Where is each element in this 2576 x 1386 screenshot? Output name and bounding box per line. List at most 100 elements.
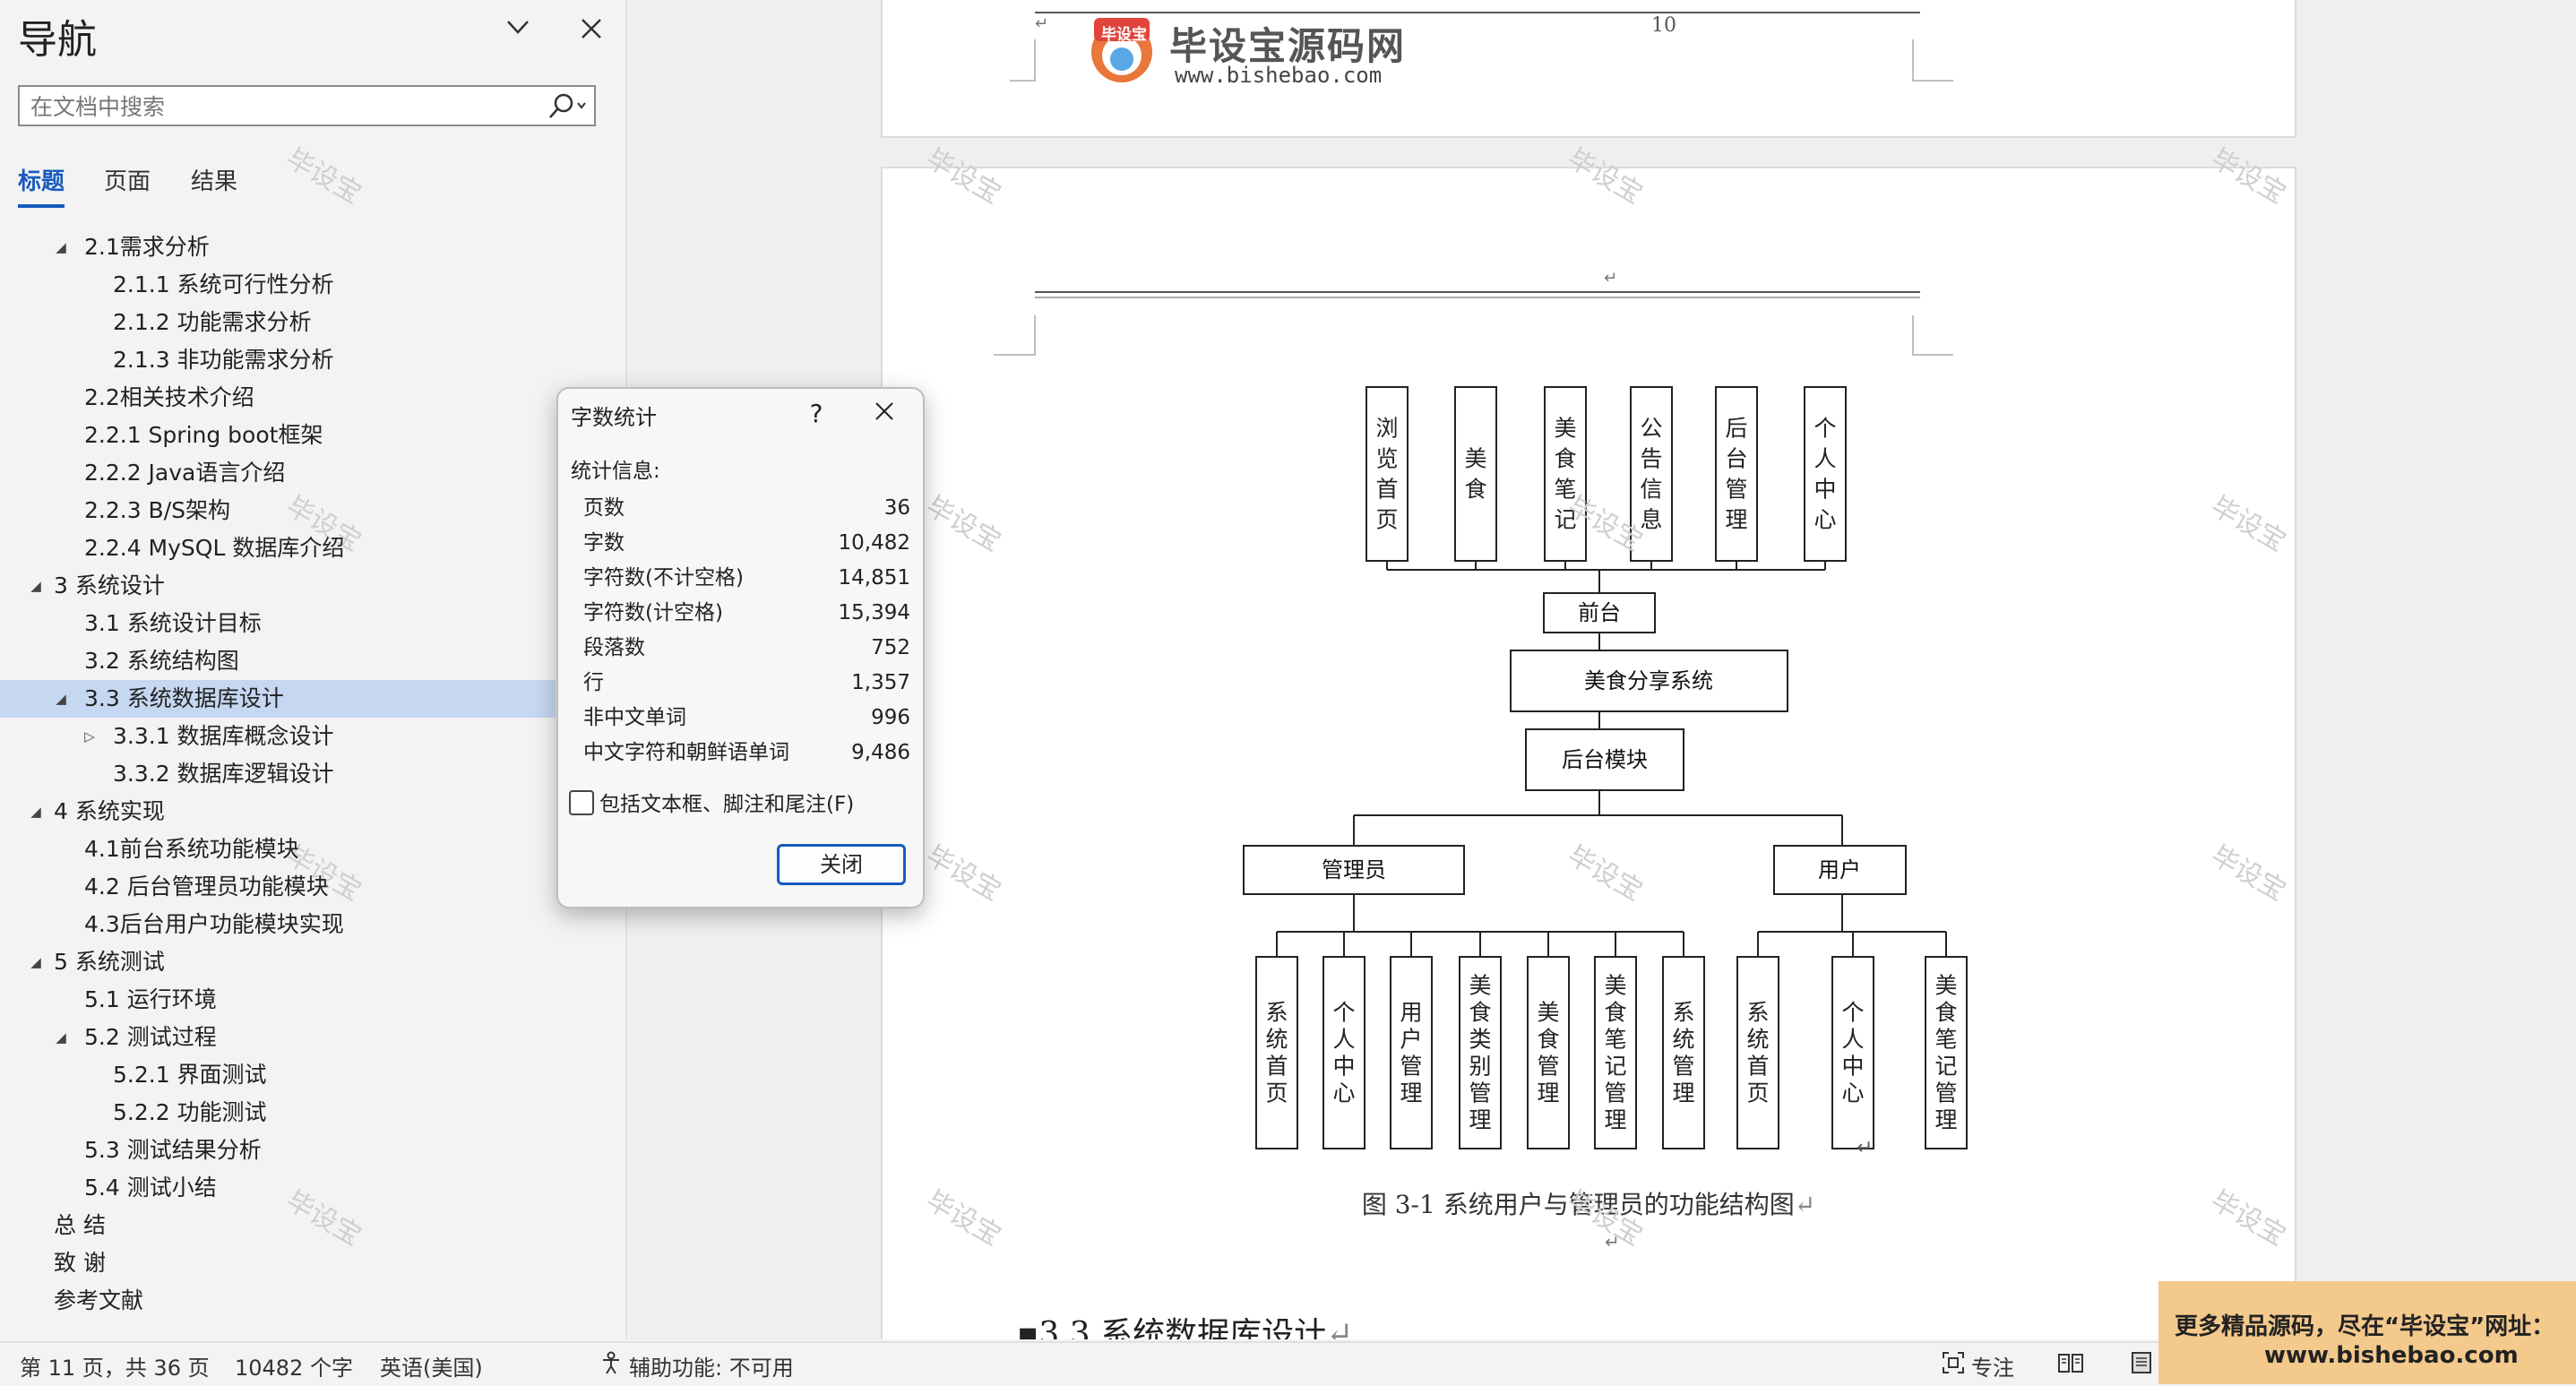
document-area[interactable]: 10 ↵ 毕设宝 毕设宝源码网 www.bishebao.com 浏览首页美食美… [627, 0, 2576, 1339]
admin-module-label: 首 [1265, 1054, 1288, 1080]
logo-title: 毕设宝源码网 [1169, 24, 1407, 68]
page-indicator[interactable]: 第 11 页，共 36 页 [20, 1356, 210, 1381]
admin-module-box [1255, 956, 1298, 1149]
admin-module-box [1662, 956, 1705, 1149]
promo-text: 更多精品源码，尽在“毕设宝”网址： [2175, 1313, 2555, 1340]
nav-heading-item[interactable]: ◢2.1需求分析 [0, 228, 556, 266]
admin-box [1243, 845, 1465, 895]
nav-heading-label: 4 系统实现 [54, 798, 165, 824]
expand-icon[interactable]: ▷ [84, 728, 95, 745]
collapse-icon[interactable]: ◢ [30, 954, 41, 970]
nav-heading-item[interactable]: ◢ 4 系统实现 [0, 793, 556, 831]
focus-icon[interactable] [1941, 1350, 1966, 1375]
include-textboxes-label[interactable]: 包括文本框、脚注和尾注(F) [599, 793, 855, 816]
stat-value: 9,486 [851, 741, 910, 764]
logo-badge: 毕设宝 [1101, 26, 1147, 44]
stat-label: 页数 [583, 496, 625, 520]
search-input[interactable] [29, 90, 552, 123]
admin-module-label: 理 [1672, 1080, 1694, 1106]
nav-heading-item[interactable]: 4.3后台用户功能模块实现 [0, 906, 556, 943]
nav-heading-item[interactable]: 2.2.2 Java语言介绍 [0, 454, 556, 492]
nav-heading-item[interactable]: ◢5.2 测试过程 [0, 1019, 556, 1056]
nav-heading-item[interactable]: 4.2 后台管理员功能模块 [0, 868, 556, 906]
dialog-close-icon[interactable] [863, 394, 906, 434]
nav-heading-item[interactable]: 4.1前台系统功能模块 [0, 831, 556, 868]
word-count-indicator[interactable]: 10482 个字 [235, 1356, 353, 1381]
nav-heading-item[interactable]: 3.3.2 数据库逻辑设计 [0, 755, 556, 793]
front-module-label: 个 [1814, 416, 1836, 442]
promo-banner[interactable]: 更多精品源码，尽在“毕设宝”网址： www.bishebao.com [2158, 1281, 2576, 1384]
nav-heading-item[interactable]: 5.3 测试结果分析 [0, 1132, 556, 1169]
user-module-label: 笔 [1934, 1027, 1957, 1053]
help-button[interactable]: ? [809, 399, 823, 428]
front-module-label: 览 [1375, 446, 1398, 472]
nav-heading-item[interactable]: 5.2.1 界面测试 [0, 1056, 556, 1094]
language-indicator[interactable]: 英语(美国) [380, 1356, 483, 1381]
admin-module-label: 户 [1400, 1027, 1422, 1053]
chevron-down-icon[interactable] [495, 9, 541, 52]
paragraph-mark: ↵ [1604, 269, 1618, 288]
collapse-icon[interactable]: ◢ [56, 239, 66, 255]
nav-heading-item[interactable]: 5.2.2 功能测试 [0, 1094, 556, 1132]
focus-mode-button[interactable]: 专注 [1971, 1356, 2014, 1381]
collapse-icon[interactable]: ◢ [56, 1029, 66, 1046]
tab-headings[interactable]: 标题 [18, 163, 65, 208]
nav-heading-item[interactable]: 参考文献 [0, 1282, 556, 1320]
nav-heading-item[interactable]: 3.1 系统设计目标 [0, 605, 556, 642]
nav-heading-label: 3.1 系统设计目标 [84, 610, 262, 636]
close-button[interactable]: 关闭 [777, 844, 906, 885]
nav-heading-label: 2.1.2 功能需求分析 [113, 309, 312, 335]
dialog-title: 字数统计 [571, 405, 657, 430]
tab-pages[interactable]: 页面 [104, 168, 151, 195]
admin-module-label: 管 [1537, 1054, 1559, 1080]
user-module-label: 个 [1841, 1000, 1864, 1026]
nav-heading-item[interactable]: 2.2.4 MySQL 数据库介绍 [0, 529, 556, 567]
search-box[interactable] [18, 85, 596, 126]
accessibility-status[interactable]: 辅助功能: 不可用 [629, 1356, 794, 1381]
tab-results[interactable]: 结果 [191, 168, 238, 195]
nav-heading-item[interactable]: 2.2相关技术介绍 [0, 379, 556, 417]
admin-module-label: 理 [1604, 1107, 1626, 1133]
admin-module-label: 食 [1537, 1027, 1559, 1053]
figure-caption: 图 3-1 系统用户与管理员的功能结构图↵ [1361, 1190, 1816, 1219]
nav-heading-item[interactable]: 5.1 运行环境 [0, 981, 556, 1019]
nav-heading-item[interactable]: 2.1.1 系统可行性分析 [0, 266, 556, 304]
nav-heading-item[interactable]: 2.1.2 功能需求分析 [0, 304, 556, 341]
admin-module-label: 美 [1604, 973, 1626, 999]
user-module-label: 首 [1746, 1054, 1769, 1080]
collapse-icon[interactable]: ◢ [30, 804, 41, 820]
nav-heading-item[interactable]: 2.2.1 Spring boot框架 [0, 417, 556, 454]
stat-label: 字符数(计空格) [583, 601, 723, 624]
accessibility-icon[interactable] [599, 1350, 624, 1375]
admin-module-label: 管 [1469, 1080, 1491, 1106]
nav-heading-label: 2.2.1 Spring boot框架 [84, 422, 323, 448]
stat-row: 字符数(计空格)15,394 [583, 596, 910, 630]
nav-heading-item[interactable]: 致 谢 [0, 1244, 556, 1282]
nav-heading-item[interactable]: ◢3 系统设计 [0, 567, 556, 605]
admin-module-label: 人 [1332, 1027, 1355, 1053]
stat-value: 1,357 [851, 671, 910, 694]
nav-heading-item[interactable]: 2.2.3 B/S架构 [0, 492, 556, 529]
collapse-icon[interactable]: ◢ [30, 578, 41, 594]
nav-heading-item[interactable]: 5.4 测试小结 [0, 1169, 556, 1207]
print-layout-icon[interactable] [2129, 1350, 2154, 1375]
page-current: 浏览首页美食美食笔记公告信息后台管理个人中心前台美食分享系统后台模块管理员用户系… [881, 167, 2296, 1339]
include-textboxes-checkbox[interactable] [569, 790, 594, 815]
nav-heading-label: 5.2.1 界面测试 [113, 1062, 267, 1088]
user-module-label: 美 [1934, 973, 1957, 999]
page-number: 10 [1651, 14, 1676, 37]
collapse-icon[interactable]: ◢ [56, 691, 66, 707]
read-mode-icon[interactable] [2057, 1350, 2084, 1375]
user-box [1773, 845, 1907, 895]
front-module-label: 告 [1640, 446, 1662, 472]
close-icon[interactable] [568, 9, 615, 52]
nav-heading-item[interactable]: ◢5 系统测试 [0, 943, 556, 981]
nav-heading-item[interactable]: ▷3.3.1 数据库概念设计 [0, 718, 556, 755]
promo-url[interactable]: www.bishebao.com [2264, 1342, 2519, 1369]
nav-heading-item[interactable]: 3.2 系统结构图 [0, 642, 556, 680]
search-icon[interactable] [542, 90, 589, 121]
nav-heading-item[interactable]: 总 结 [0, 1207, 556, 1244]
backend-label: 后台模块 [1562, 747, 1648, 772]
nav-heading-item[interactable]: ◢3.3 系统数据库设计 [0, 680, 556, 718]
nav-heading-item[interactable]: 2.1.3 非功能需求分析 [0, 341, 556, 379]
